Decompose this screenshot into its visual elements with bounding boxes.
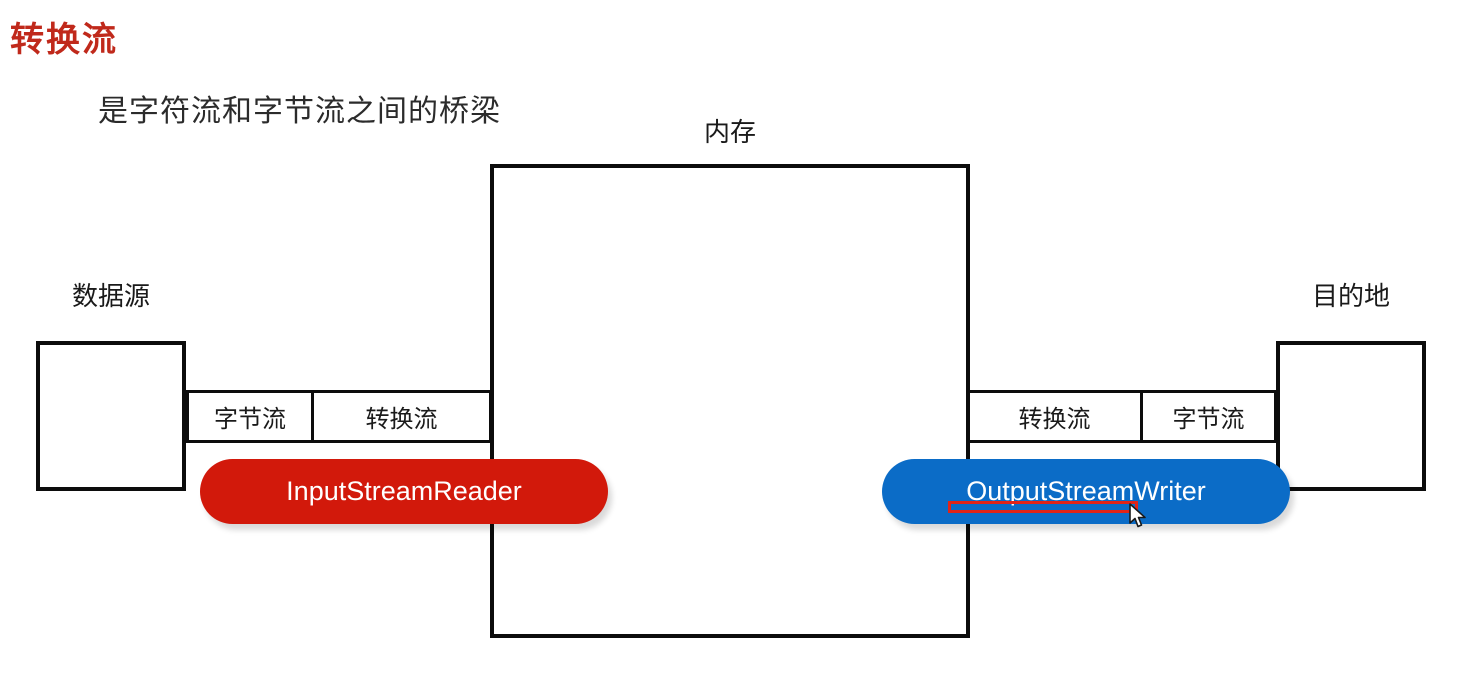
input-stream-reader-pill: InputStreamReader <box>200 459 608 524</box>
destination-box <box>1276 341 1426 491</box>
red-underline-annotation <box>948 501 1138 513</box>
byte-stream-box-left: 字节流 <box>186 390 314 443</box>
data-source-box <box>36 341 186 491</box>
memory-label: 内存 <box>703 117 756 147</box>
data-source-label: 数据源 <box>71 281 150 311</box>
conversion-stream-box-right: 转换流 <box>966 390 1143 443</box>
byte-stream-box-right: 字节流 <box>1140 390 1277 443</box>
conversion-stream-box-left: 转换流 <box>311 390 492 443</box>
subtitle-text: 是字符流和字节流之间的桥梁 <box>98 95 501 128</box>
input-pill-label: InputStreamReader <box>286 476 522 506</box>
memory-box <box>490 164 970 638</box>
destination-label: 目的地 <box>1311 281 1390 311</box>
page-title: 转换流 <box>10 21 118 59</box>
mouse-cursor-icon <box>1129 503 1146 528</box>
output-stream-writer-pill: OutputStreamWriter <box>882 459 1290 524</box>
